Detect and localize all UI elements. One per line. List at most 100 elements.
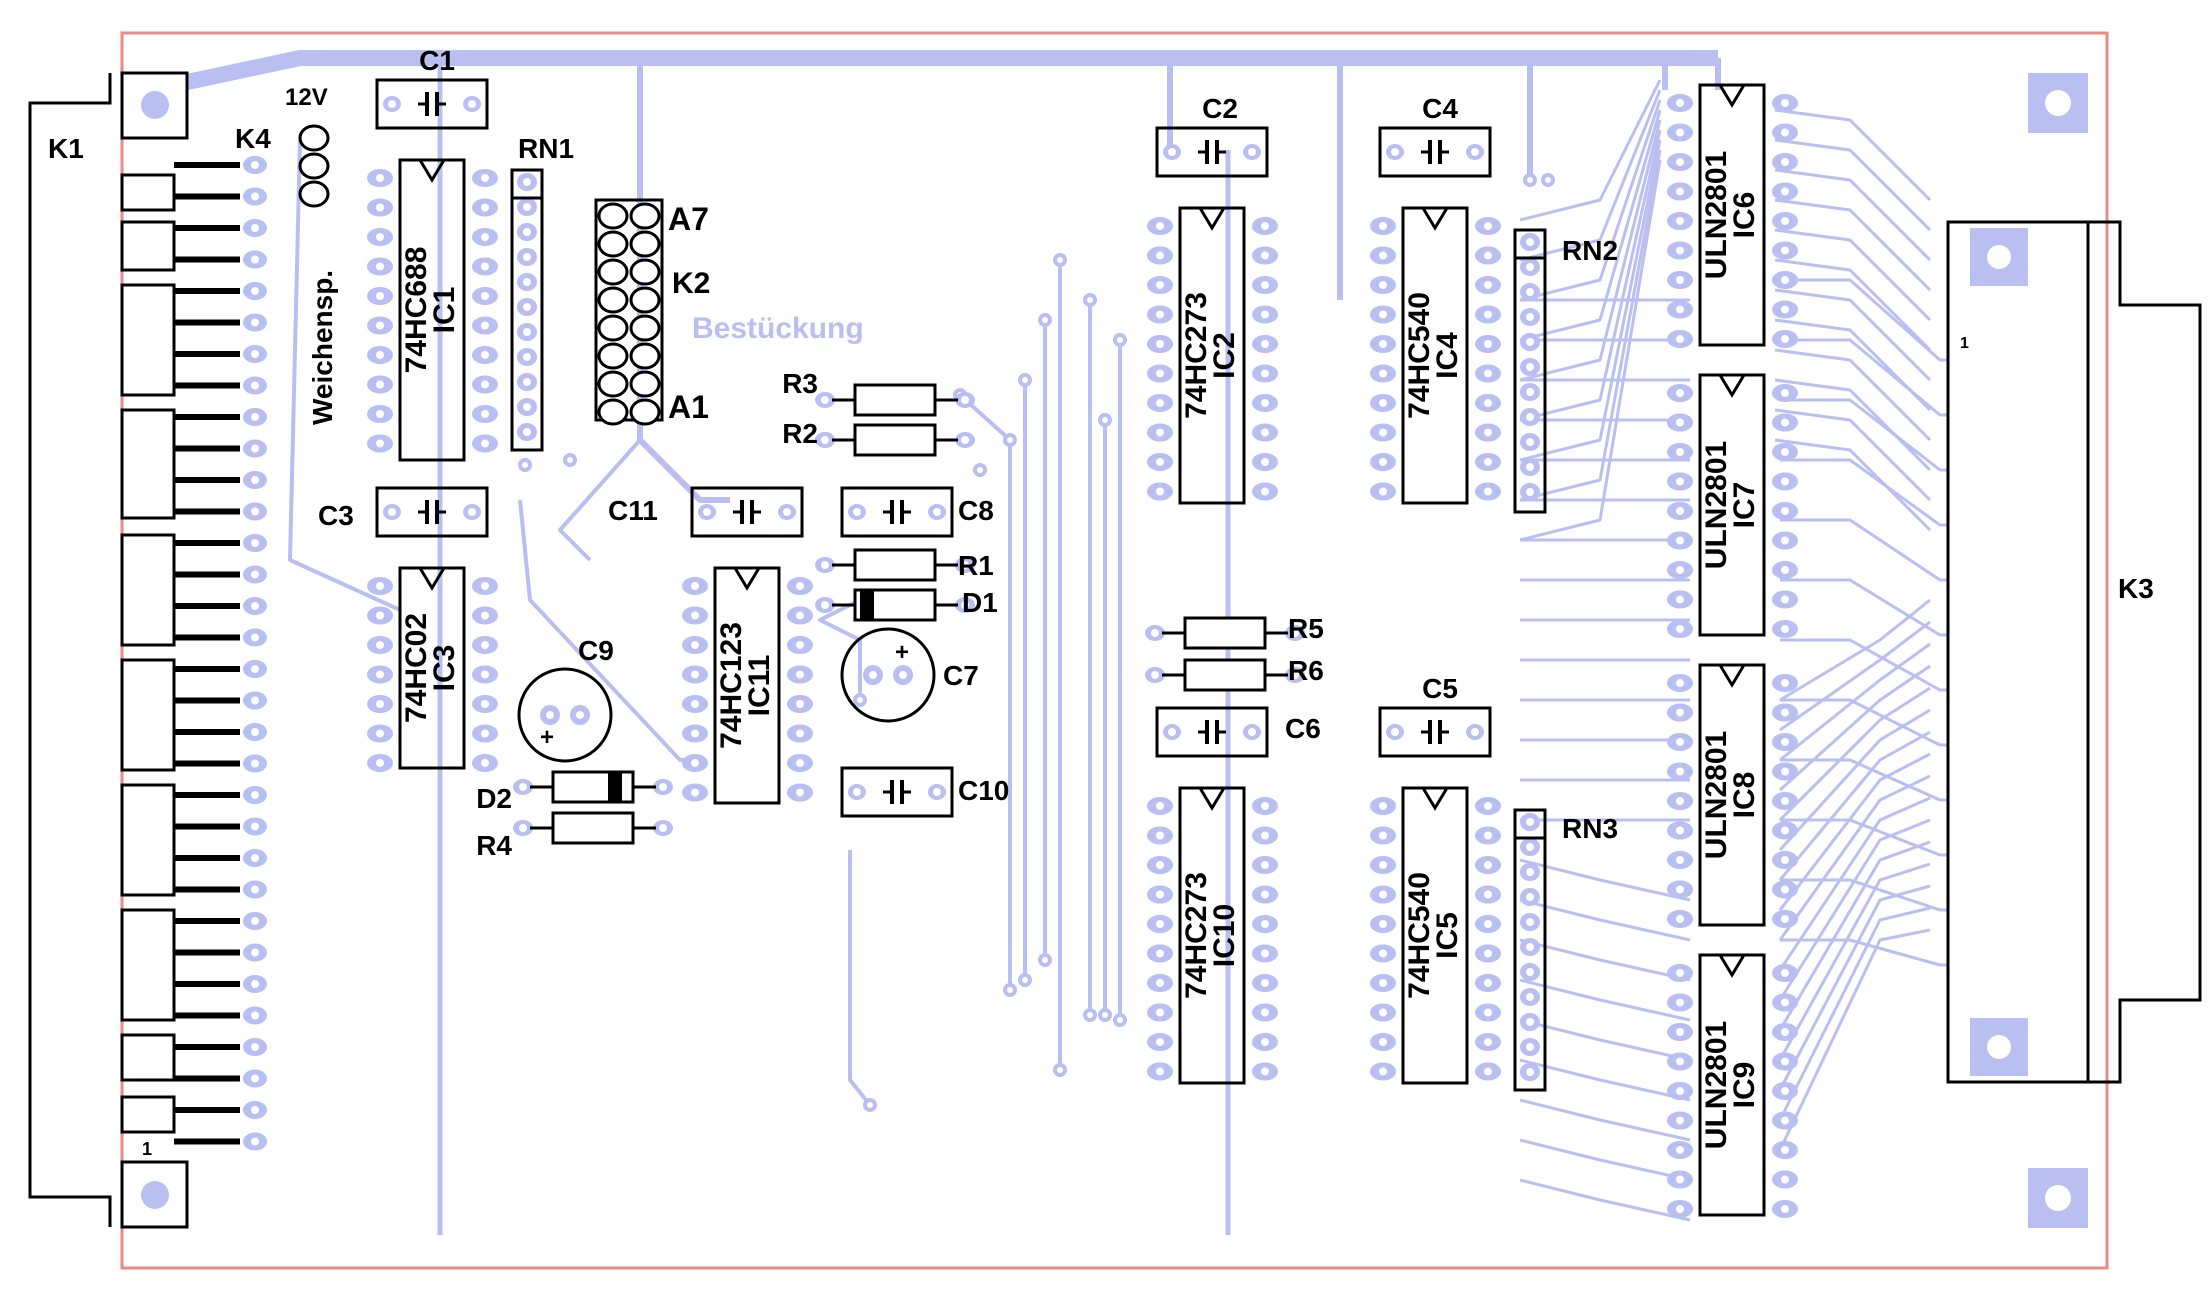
trace [1778,708,1931,852]
trace [1519,938,1691,982]
ic-notch [733,567,761,591]
capacitor-label: C7 [943,660,979,691]
k1-connector [28,71,240,1229]
trace [1519,1018,1691,1062]
polarity-plus: + [895,639,909,666]
trace [1519,1098,1691,1142]
k4-voltage-label: 12V [285,84,328,111]
trace [1774,108,1932,202]
k1-contact-group [120,283,176,397]
trace [1778,840,1931,1031]
ic-body [1401,206,1469,505]
diode-band [860,590,874,620]
rn-label: RN3 [1562,813,1618,844]
resistor-label: R1 [958,550,994,581]
trace [1519,99,1662,302]
ic-part-label: ULN2801 [1700,1021,1733,1149]
ic-part-label: 74HC540 [1403,872,1436,999]
trace [1774,348,1932,442]
diode-label: D2 [476,783,512,814]
k1-pin1-label: 1 [142,1139,152,1159]
capacitor-body [375,486,489,538]
trace [1519,79,1662,222]
resistor-body [1183,616,1267,650]
resistor-label: R5 [1288,613,1324,644]
k2-label: K2 [672,267,710,300]
k2-pin [629,286,661,314]
k2-pin [597,342,629,370]
ic-part-label: 74HC273 [1180,292,1213,419]
resistor-network [1513,808,1547,1092]
trace [1519,858,1691,902]
trace [1519,1178,1691,1222]
capacitor-symbol [881,498,913,526]
ic-ref-label: IC6 [1728,192,1761,239]
ic-notch [1718,954,1746,978]
ic-ref-label: IC3 [428,645,461,692]
trace [1774,168,1932,262]
capacitor-symbol [881,778,913,806]
k1-contact-group [120,1033,176,1082]
ic-body [1698,373,1766,637]
ic-part-label: 74HC123 [715,622,748,749]
weichensp-label: Weichensp. [307,270,338,425]
k1-contact-group [120,408,176,520]
capacitor-symbol [731,498,763,526]
ic-ref-label: IC11 [743,655,776,717]
trace [1519,139,1662,462]
k3-label: K3 [2118,573,2154,604]
trace [1774,408,1932,502]
trace [1778,818,1931,1001]
k1-contact-group [120,173,176,212]
trace [1774,138,1932,232]
ic-ref-label: IC9 [1728,1062,1761,1109]
ic-body [1698,83,1766,347]
trace [1519,129,1662,422]
ic-ref-label: IC2 [1208,332,1241,379]
trace [1778,928,1931,1151]
k1-contact-group [120,658,176,772]
trace [1778,730,1931,881]
ic-notch [418,159,446,183]
capacitor-label: C8 [958,495,994,526]
k1-contact-group [120,783,176,897]
ic-ref-label: IC5 [1431,912,1464,959]
resistor-network [510,168,544,452]
trace [1519,1138,1691,1182]
ic-body [1178,206,1246,505]
trace [1778,884,1931,1091]
ic-notch [1421,207,1449,231]
trace [1519,149,1662,502]
ic-body [713,566,781,805]
k2-pin [629,314,661,342]
ic-body [398,158,466,462]
resistor-label: R3 [782,368,818,399]
capacitor-body [690,486,804,538]
ic-part-label: 74HC02 [400,613,433,723]
resistor-body [1183,658,1267,692]
capacitor-symbol [1419,718,1451,746]
trace [1778,752,1931,911]
ic-ref-label: IC10 [1208,904,1241,967]
ic-part-label: ULN2801 [1700,731,1733,859]
capacitor-label: C3 [318,500,354,531]
diode-band [608,772,622,802]
capacitor-label: C9 [578,635,614,666]
ic-ref-label: IC4 [1431,332,1464,379]
bestueckung-text: Bestückung [692,312,864,345]
k1-contact-group [120,908,176,1022]
k4-label: K4 [235,123,271,154]
trace [1519,119,1662,382]
k2-a7-label: A7 [668,201,709,237]
ic-body [1698,953,1766,1217]
trace [1774,318,1932,412]
k2-pin [597,370,629,398]
trace [1778,862,1931,1061]
electrolytic-capacitor [517,667,613,763]
ic-notch [1718,84,1746,108]
capacitor-label: C4 [1422,93,1458,124]
ic-ref-label: IC8 [1728,772,1761,819]
capacitor-symbol [1419,138,1451,166]
